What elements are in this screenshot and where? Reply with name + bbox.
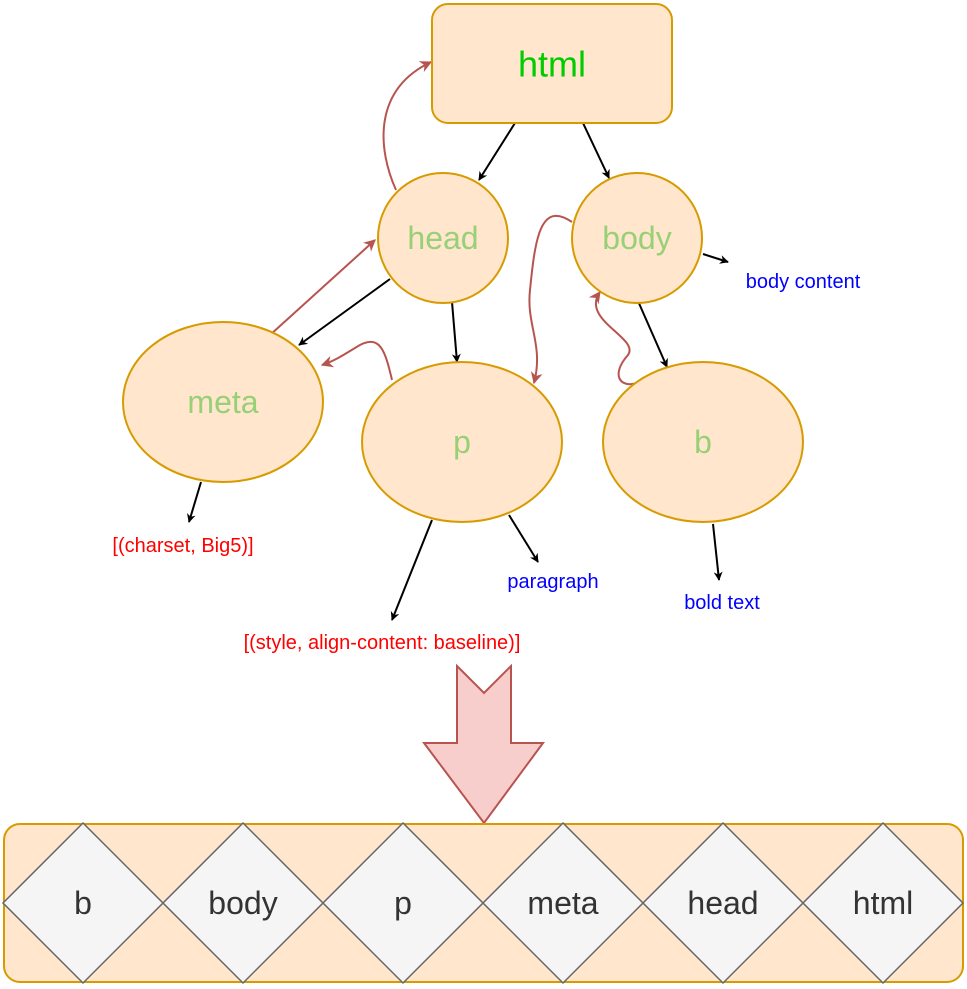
traversal-item-diamond	[161, 821, 325, 985]
node-html-label: html	[518, 44, 586, 85]
traversal-order-row: b body p meta head html	[1, 821, 965, 985]
back-edge-b-body	[588, 291, 641, 386]
traversal-item-diamond	[481, 821, 645, 985]
edge-head-meta	[298, 278, 391, 346]
edge-html-head	[478, 122, 516, 181]
node-meta: meta	[122, 321, 324, 483]
edge-meta-attr	[187, 481, 202, 523]
traversal-item: html	[801, 821, 965, 985]
back-edge-head-html	[382, 61, 433, 191]
traversal-item: body	[161, 821, 325, 985]
node-body-label: body	[602, 220, 671, 256]
body-text-content: body content	[746, 271, 861, 293]
traversal-item: b	[1, 821, 165, 985]
edge-html-body	[582, 122, 610, 179]
node-body-circle	[571, 172, 703, 304]
edge-p-text	[508, 514, 539, 563]
node-b: b	[602, 361, 804, 523]
traversal-item: p	[321, 821, 485, 985]
node-p-label: p	[453, 424, 471, 460]
traversal-item-diamond	[1, 821, 165, 985]
down-arrow-icon	[422, 663, 545, 825]
traversal-item-diamond	[641, 821, 805, 985]
traversal-item-diamond	[801, 821, 965, 985]
node-head: head	[377, 172, 509, 304]
traversal-item: meta	[481, 821, 645, 985]
edge-head-p	[451, 301, 461, 363]
edge-p-attr	[390, 519, 433, 621]
tree-edges	[187, 122, 729, 621]
traversal-item-label: body	[208, 885, 277, 921]
traversal-item-label: b	[74, 885, 92, 921]
node-html: html	[431, 3, 673, 124]
traversal-result-band: b body p meta head html	[1, 821, 965, 985]
traversal-item-diamond	[321, 821, 485, 985]
node-b-label: b	[694, 424, 712, 460]
edge-body-text	[702, 253, 729, 264]
p-text-content: paragraph	[507, 571, 598, 593]
traversal-item-label: meta	[527, 885, 598, 921]
p-attributes: [(style, align-content: baseline)]	[244, 632, 521, 654]
node-b-ellipse	[602, 361, 804, 523]
traversal-edges	[269, 61, 641, 386]
traversal-item-label: p	[394, 885, 412, 921]
node-body: body	[571, 172, 703, 304]
traversal-item-label: head	[687, 885, 758, 921]
b-text-content: bold text	[684, 592, 760, 614]
traversal-item: head	[641, 821, 805, 985]
edge-b-text	[712, 523, 723, 581]
back-edge-meta-head	[269, 239, 376, 336]
node-p-ellipse	[361, 361, 563, 523]
traversal-item-label: html	[853, 885, 913, 921]
meta-attributes: [(charset, Big5)]	[112, 535, 253, 557]
edge-body-b	[637, 300, 668, 368]
node-p: p	[361, 361, 563, 523]
back-edge-p-meta	[320, 340, 393, 381]
node-meta-ellipse	[122, 321, 324, 483]
node-head-label: head	[407, 220, 478, 256]
node-html-box	[431, 3, 673, 124]
back-edge-body-p	[528, 214, 573, 385]
node-head-circle	[377, 172, 509, 304]
node-meta-label: meta	[187, 384, 258, 420]
